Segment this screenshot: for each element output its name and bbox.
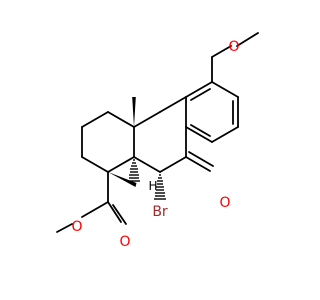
hash-wedge-h	[128, 159, 140, 182]
bond-arom-4	[185, 126, 213, 143]
bond-ketone-co-2	[188, 151, 214, 167]
bond-ring-c-quat-bottom	[81, 156, 109, 173]
bond-ester-c-oalkoxy	[81, 201, 109, 218]
atom-ring-junction-hydrogen: H	[148, 179, 157, 193]
wedge-bottom-methyl	[108, 172, 137, 187]
bond-methoxy-methyl	[236, 32, 259, 47]
bond-ring-a-b	[81, 111, 109, 128]
bond-quat-bottom-ch	[107, 156, 135, 173]
bond-arom-6	[185, 81, 213, 98]
atom-ester-alkoxy-oxygen: O	[71, 219, 82, 235]
bond-ketone-cbr	[159, 156, 187, 173]
bond-methoxy-o-c	[211, 45, 232, 58]
atom-ether-oxygen: O	[228, 39, 239, 55]
bond-lines	[56, 32, 259, 233]
bond-ketone-co-1	[185, 156, 211, 172]
atom-bromine: Br	[152, 204, 168, 220]
hash-wedge-br	[154, 174, 166, 200]
bond-arom-3	[211, 126, 239, 143]
bond-cbr-ch	[133, 156, 161, 173]
bond-arom-junction	[159, 96, 187, 113]
wedge-top-methyl	[132, 97, 136, 127]
bond-arom-4-inner	[190, 124, 211, 137]
bond-oalkoxy-methyl	[56, 223, 73, 233]
bond-quat-top-arom	[133, 111, 161, 128]
bond-ester-co-2	[112, 204, 127, 225]
bond-arom-1	[211, 81, 239, 98]
atom-ketone-oxygen: O	[219, 195, 230, 211]
molecule-canvas: O O O O Br H	[56, 32, 259, 250]
atom-ester-carbonyl-oxygen: O	[119, 234, 130, 250]
structure-diagram: O O O O Br H	[56, 32, 259, 250]
bond-quat-top-ch2-a	[107, 111, 135, 128]
bond-arom-6-inner	[190, 88, 211, 101]
bond-ester-co-1	[107, 201, 122, 223]
